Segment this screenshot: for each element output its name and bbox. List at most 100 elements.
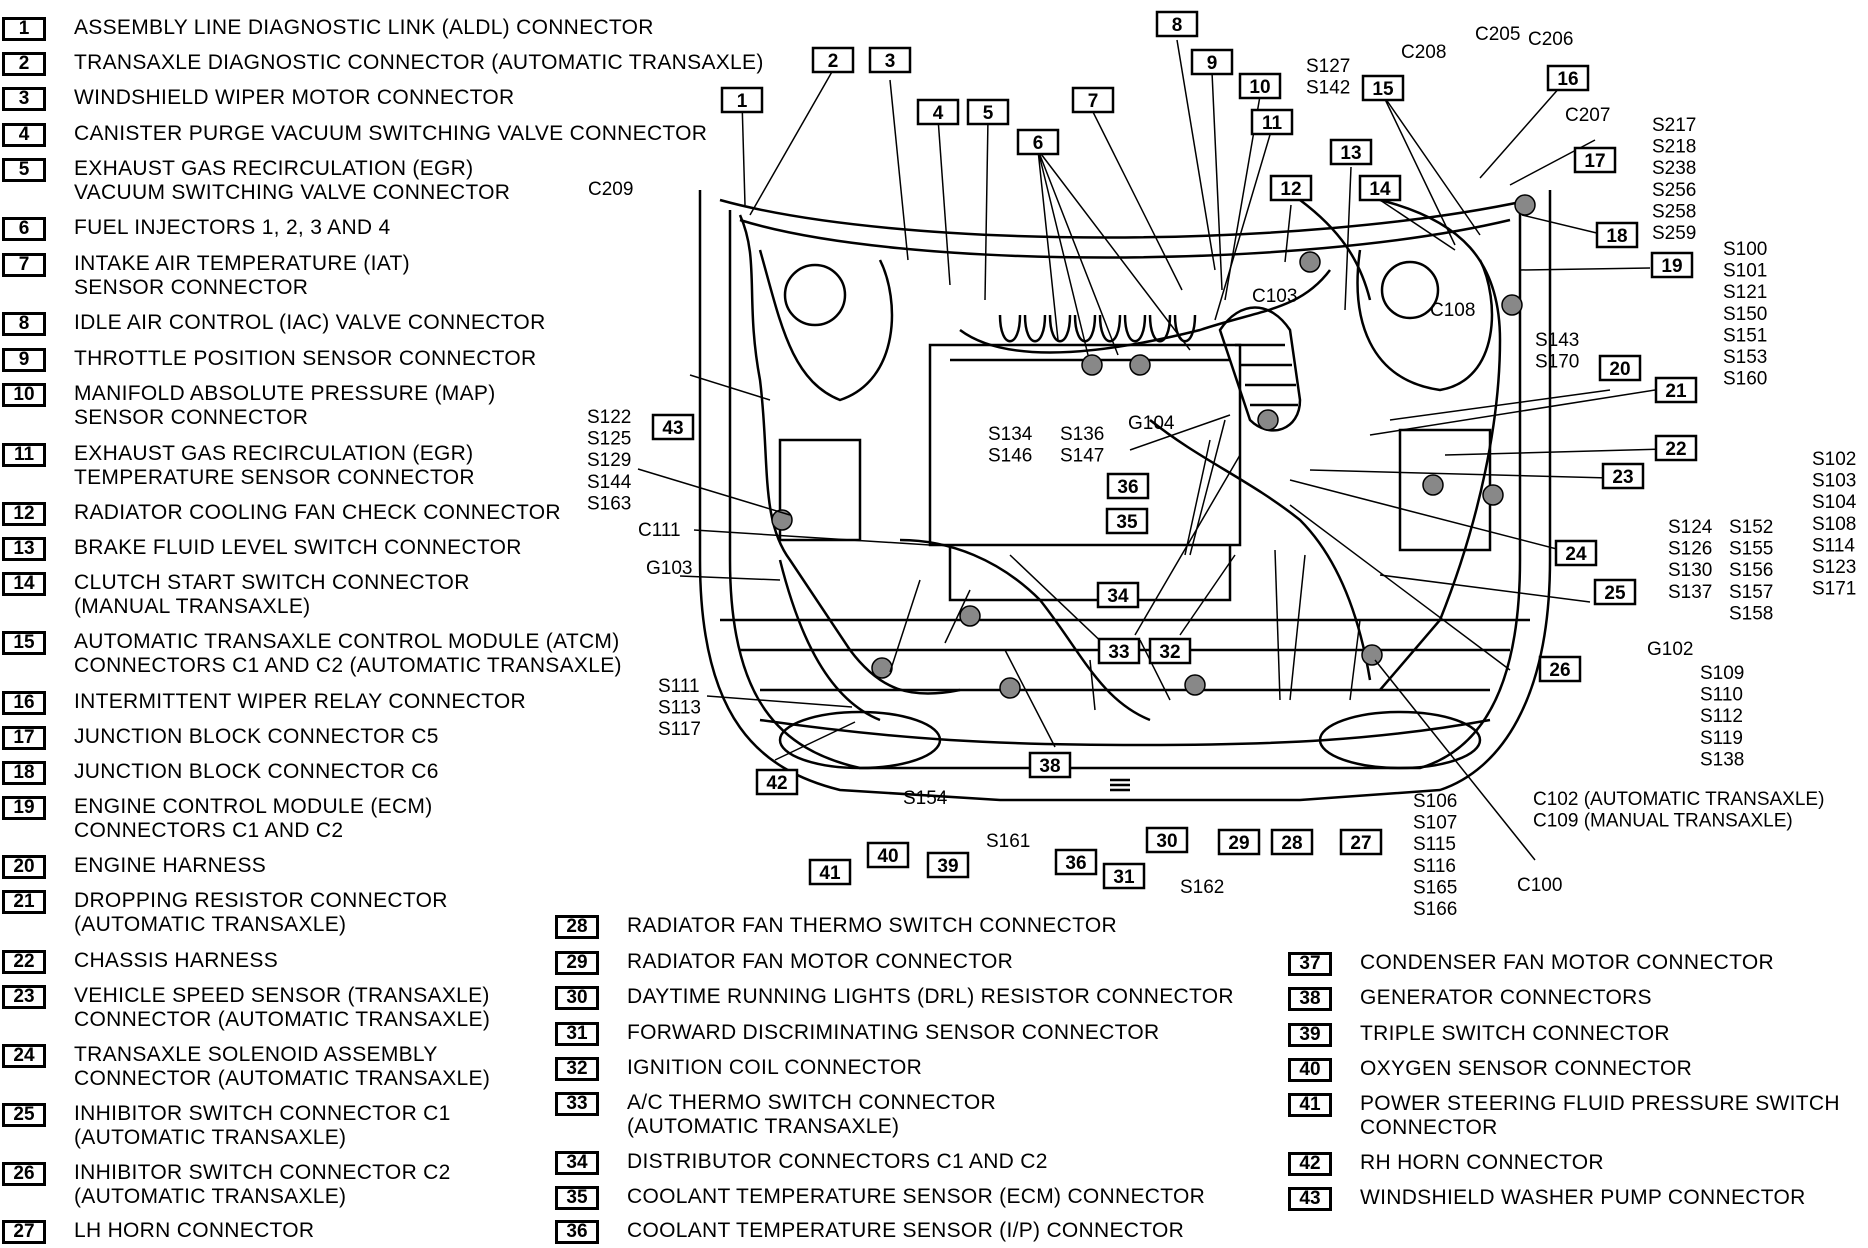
callout-39: 39 <box>926 851 970 879</box>
legend-text: RH HORN CONNECTOR <box>1360 1151 1604 1174</box>
legend-text: GENERATOR CONNECTORS <box>1360 986 1652 1009</box>
svg-text:34: 34 <box>1107 586 1129 607</box>
legend-text: ENGINE HARNESS <box>74 854 267 877</box>
callout-18: 18 <box>1595 221 1639 249</box>
callout-33: 33 <box>1097 637 1141 665</box>
legend-number: 8 <box>2 312 46 336</box>
svg-text:26: 26 <box>1549 660 1570 681</box>
legend-text: MANIFOLD ABSOLUTE PRESSURE (MAP) SENSOR … <box>74 382 496 429</box>
legend-number: 21 <box>2 890 46 914</box>
svg-text:42: 42 <box>766 773 787 794</box>
diagram-label: C209 <box>588 179 633 200</box>
svg-text:33: 33 <box>1108 642 1129 663</box>
legend-number: 37 <box>1288 952 1332 976</box>
legend-text: BRAKE FLUID LEVEL SWITCH CONNECTOR <box>74 536 522 559</box>
svg-text:39: 39 <box>937 856 958 877</box>
svg-text:13: 13 <box>1340 143 1361 164</box>
callout-29: 29 <box>1217 828 1261 856</box>
legend-text: JUNCTION BLOCK CONNECTOR C5 <box>74 725 439 748</box>
legend-text: TRANSAXLE DIAGNOSTIC CONNECTOR (AUTOMATI… <box>74 51 764 74</box>
callout-20: 20 <box>1598 354 1642 382</box>
legend-number: 7 <box>2 253 46 277</box>
svg-text:20: 20 <box>1609 359 1630 380</box>
callout-3: 3 <box>868 46 912 74</box>
legend-number: 6 <box>2 217 46 241</box>
callout-23: 23 <box>1601 462 1645 490</box>
legend-text: INTERMITTENT WIPER RELAY CONNECTOR <box>74 690 527 713</box>
callout-42: 42 <box>755 768 799 796</box>
legend-text: CLUTCH START SWITCH CONNECTOR (MANUAL TR… <box>74 571 470 618</box>
legend-number: 1 <box>2 17 46 41</box>
legend-text: ENGINE CONTROL MODULE (ECM) CONNECTORS C… <box>74 795 433 842</box>
legend-text: FORWARD DISCRIMINATING SENSOR CONNECTOR <box>627 1021 1160 1044</box>
svg-text:17: 17 <box>1584 151 1605 172</box>
legend-number: 9 <box>2 348 46 372</box>
diagram-label: C108 <box>1430 300 1475 321</box>
legend-text: WINDSHIELD WASHER PUMP CONNECTOR <box>1360 1186 1806 1209</box>
vehicle-body-outline <box>698 190 1552 802</box>
diagram-label: S154 <box>903 788 948 809</box>
callout-17: 17 <box>1573 146 1617 174</box>
callout-34: 34 <box>1096 581 1140 609</box>
callout-38: 38 <box>1028 751 1072 779</box>
legend-number: 34 <box>555 1151 599 1175</box>
legend-number: 14 <box>2 572 46 596</box>
legend-text: TRIPLE SWITCH CONNECTOR <box>1360 1022 1670 1045</box>
legend-number: 32 <box>555 1057 599 1081</box>
svg-text:25: 25 <box>1604 583 1626 604</box>
right-strut-tower <box>1380 260 1440 320</box>
callout-36: 36 <box>1054 848 1098 876</box>
legend-number: 39 <box>1288 1023 1332 1047</box>
callout-6: 6 <box>1016 128 1060 156</box>
air-intake-hose <box>1218 306 1302 432</box>
legend-number: 22 <box>2 950 46 974</box>
legend-text: INHIBITOR SWITCH CONNECTOR C2 (AUTOMATIC… <box>74 1161 451 1208</box>
legend-number: 15 <box>2 631 46 655</box>
legend-number: 35 <box>555 1186 599 1210</box>
legend-number: 38 <box>1288 987 1332 1011</box>
callout-32: 32 <box>1148 637 1192 665</box>
legend-number: 17 <box>2 726 46 750</box>
legend-text: IDLE AIR CONTROL (IAC) VALVE CONNECTOR <box>74 311 546 334</box>
svg-text:32: 32 <box>1159 642 1180 663</box>
callout-19: 19 <box>1650 251 1694 279</box>
legend-item-38: 38 GENERATOR CONNECTORS <box>1288 986 1652 1011</box>
svg-text:35: 35 <box>1116 512 1138 533</box>
legend-text: EXHAUST GAS RECIRCULATION (EGR) TEMPERAT… <box>74 442 475 489</box>
callout-31: 31 <box>1102 862 1146 890</box>
svg-text:2: 2 <box>828 51 839 72</box>
legend-text: ASSEMBLY LINE DIAGNOSTIC LINK (ALDL) CON… <box>74 16 654 39</box>
legend-text: POWER STEERING FLUID PRESSURE SWITCH CON… <box>1360 1092 1840 1139</box>
callout-27: 27 <box>1339 828 1383 856</box>
legend-text: DAYTIME RUNNING LIGHTS (DRL) RESISTOR CO… <box>627 985 1234 1008</box>
legend-text: COOLANT TEMPERATURE SENSOR (ECM) CONNECT… <box>627 1185 1206 1208</box>
legend-number: 40 <box>1288 1058 1332 1082</box>
svg-text:1: 1 <box>737 91 748 112</box>
svg-text:3: 3 <box>885 51 896 72</box>
svg-text:14: 14 <box>1369 179 1391 200</box>
svg-text:9: 9 <box>1207 53 1218 74</box>
svg-text:4: 4 <box>933 103 944 124</box>
svg-text:7: 7 <box>1088 91 1099 112</box>
diagram-label: S161 <box>986 831 1030 852</box>
